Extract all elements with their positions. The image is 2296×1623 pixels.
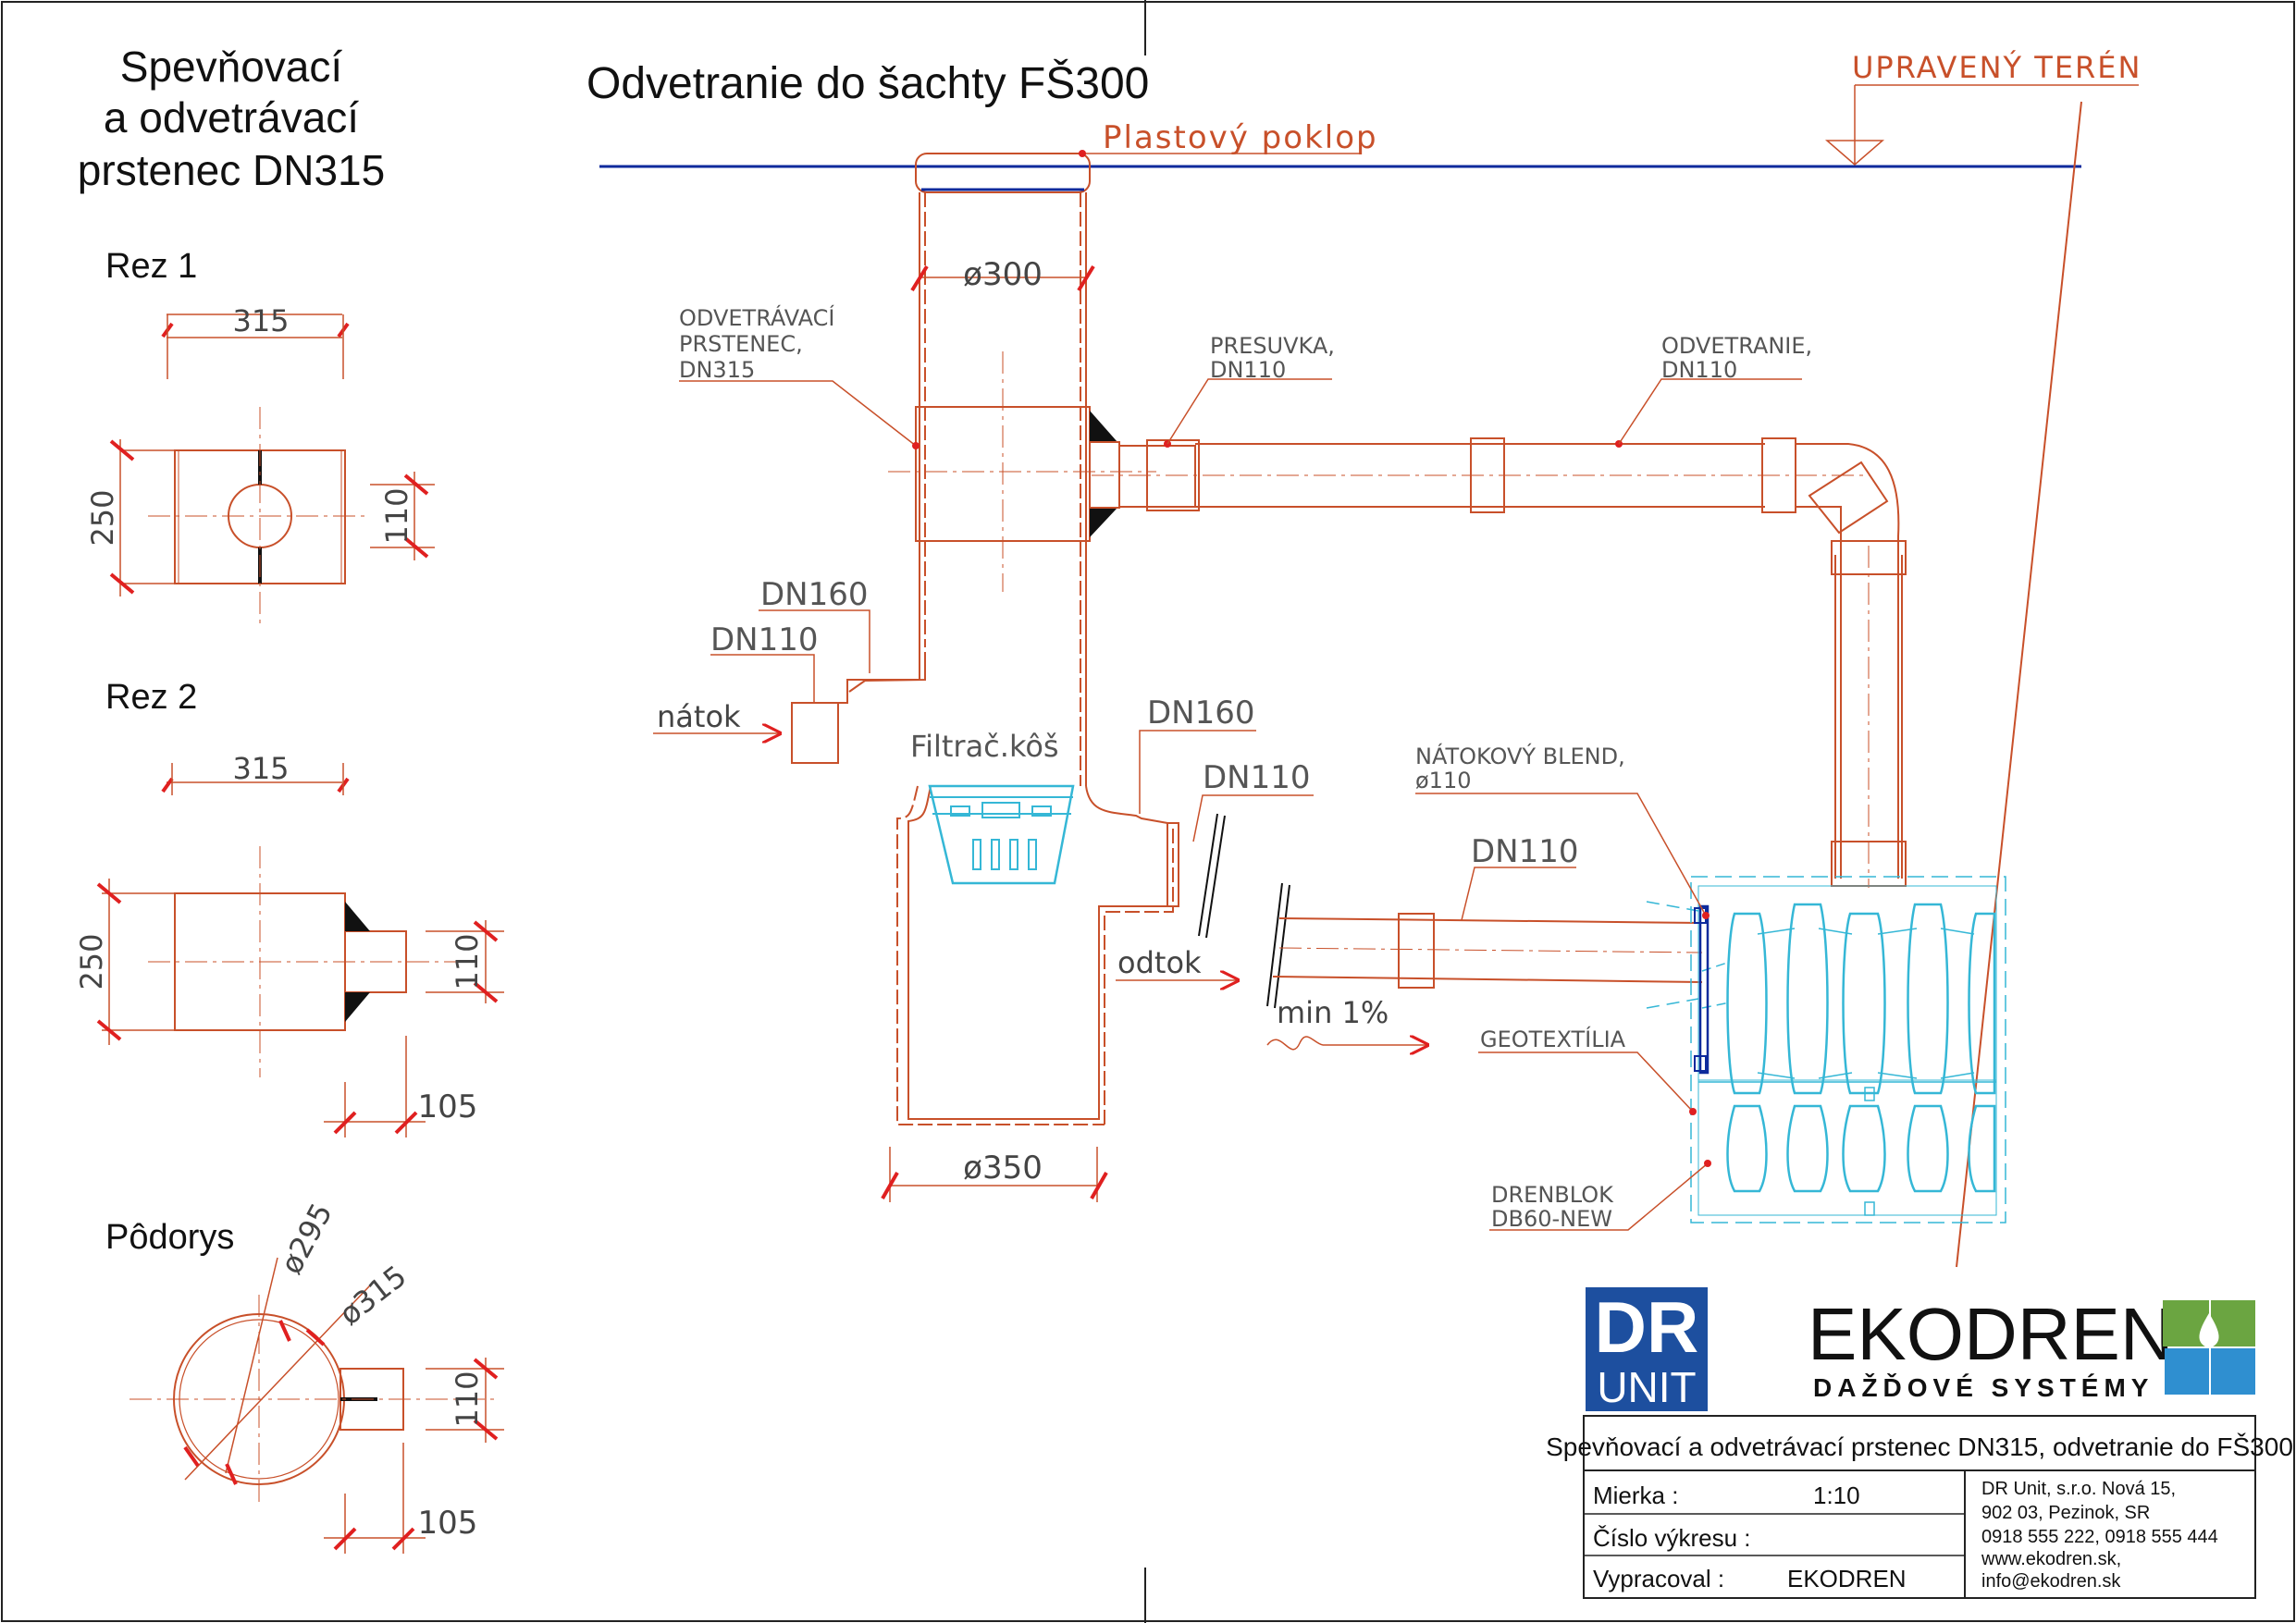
plastic-cover	[915, 153, 1091, 193]
company-line5: info@ekodren.sk	[1981, 1571, 2121, 1592]
panel-title-line1: Spevňovací	[120, 43, 343, 91]
shaft-fs300	[791, 192, 1179, 1125]
inlet-dn160: DN160	[760, 576, 869, 613]
dr-unit-logo-line1: DR	[1595, 1286, 1699, 1368]
rez2-dim-top: 315	[232, 751, 289, 786]
rez1-dim-left: 250	[85, 489, 120, 546]
company-line1: DR Unit, s.r.o. Nová 15,	[1981, 1479, 2176, 1499]
main-title: Odvetranie do šachty FŠ300	[586, 58, 1149, 108]
ekodren-logo-sub: DAŽĎOVÉ SYSTÉMY	[1813, 1373, 2154, 1402]
podorys-dim-bottom: 105	[418, 1505, 478, 1542]
inlet-natok: nátok	[657, 699, 741, 734]
presuvka-label-1: PRESUVKA,	[1210, 333, 1335, 359]
author-value: EKODREN	[1787, 1565, 1907, 1592]
rez2-dim-right: 110	[450, 933, 485, 990]
outlet-dn110: DN110	[1203, 759, 1311, 796]
podorys-dim-right: 110	[450, 1371, 485, 1427]
ekodren-tile-blue-1	[2165, 1348, 2209, 1395]
section-rez1: Rez 1 315 250 110	[85, 247, 435, 629]
filter-label: Filtrač.kôš	[910, 729, 1059, 764]
rez2-dim-bottom: 105	[418, 1088, 478, 1125]
panel-title-line2: a odvetrávací	[104, 93, 359, 141]
scale-label: Mierka :	[1593, 1482, 1678, 1509]
dim-d300: ø300	[963, 256, 1043, 293]
company-line2: 902 03, Pezinok, SR	[1981, 1503, 2150, 1523]
blend-label-1: NÁTOKOVÝ BLEND,	[1415, 743, 1625, 769]
geo-label: GEOTEXTÍLIA	[1480, 1026, 1626, 1052]
pipe-dn110: DN110	[1471, 833, 1579, 870]
presuvka-label-2: DN110	[1210, 357, 1286, 383]
blend-label-2: ø110	[1415, 768, 1472, 793]
slope-label: min 1%	[1277, 995, 1389, 1030]
drawing-no-label: Číslo výkresu :	[1593, 1524, 1751, 1552]
dr-unit-logo: DR UNIT	[1586, 1286, 1708, 1411]
ekodren-logo: EKODREN DAŽĎOVÉ SYSTÉMY	[1808, 1293, 2255, 1402]
outflow-pipe	[1266, 882, 1703, 1009]
drenblok-label-1: DRENBLOK	[1491, 1182, 1614, 1208]
odvetranie-label-2: DN110	[1661, 357, 1737, 383]
section-rez2: Rez 2 315 250 110	[74, 678, 504, 1137]
drenblok-label-2: DB60-NEW	[1491, 1206, 1612, 1232]
rez2-label: Rez 2	[105, 678, 197, 717]
podorys-label: Pôdorys	[105, 1218, 234, 1257]
excavation-slope	[1956, 101, 2082, 1268]
filter-basket: Filtrač.kôš	[910, 729, 1075, 885]
rez1-dim-right: 110	[379, 487, 414, 544]
ring-label-1: ODVETRÁVACÍ	[679, 304, 835, 331]
ekodren-logo-text: EKODREN	[1808, 1293, 2174, 1375]
vent-pipe	[1089, 437, 1907, 888]
ring-label-2: PRSTENEC,	[679, 331, 803, 357]
rez1-label: Rez 1	[105, 247, 197, 286]
left-panel: Spevňovací a odvetrávací prstenec DN315 …	[74, 43, 504, 1554]
section-podorys: Pôdorys ø295 ø315 110	[105, 1198, 504, 1554]
main-drawing: Odvetranie do šachty FŠ300 UPRAVENÝ TERÉ…	[586, 50, 2142, 1268]
company-line3: 0918 555 222, 0918 555 444	[1981, 1527, 2218, 1547]
podorys-dim-d315: ø315	[333, 1259, 414, 1333]
odvetranie-label-1: ODVETRANIE,	[1661, 333, 1812, 359]
scale-value: 1:10	[1813, 1482, 1860, 1509]
outlet-dn160: DN160	[1147, 695, 1255, 732]
company-line4: www.ekodren.sk,	[1981, 1549, 2121, 1569]
dim-d350: ø350	[963, 1150, 1043, 1187]
dr-unit-logo-line2: UNIT	[1597, 1363, 1696, 1411]
rez2-dim-left: 250	[74, 933, 109, 990]
cover-label: Plastový poklop	[1103, 119, 1378, 156]
ring-label-3: DN315	[679, 357, 755, 383]
water-drop-icon	[2199, 1313, 2219, 1348]
inlet-dn110: DN110	[710, 621, 819, 658]
drenblok	[1646, 876, 2006, 1223]
rez1-dim-top: 315	[232, 303, 289, 338]
author-label: Vypracoval :	[1593, 1565, 1724, 1592]
title-block: Spevňovací a odvetrávací prstenec DN315,…	[1546, 1415, 2293, 1599]
title-block-title: Spevňovací a odvetrávací prstenec DN315,…	[1546, 1432, 2293, 1461]
ekodren-tile-blue-2	[2211, 1348, 2255, 1395]
podorys-dim-d295: ø295	[274, 1198, 339, 1280]
panel-title-line3: prstenec DN315	[78, 146, 385, 194]
terrain-label: UPRAVENÝ TERÉN	[1852, 50, 2142, 85]
outlet-odtok: odtok	[1117, 945, 1202, 980]
